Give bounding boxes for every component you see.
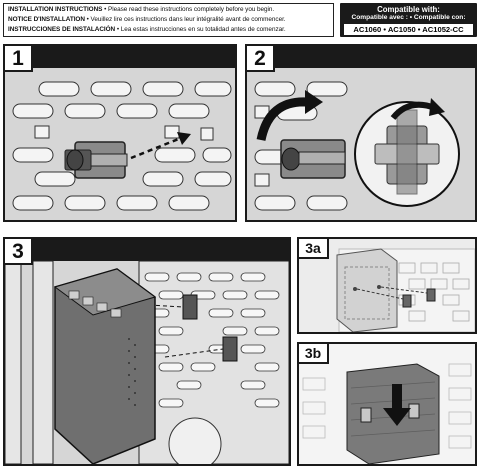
dashed-arrow-icon — [5, 46, 235, 220]
step-1-panel: 1 — [3, 44, 237, 222]
step-1-number: 1 — [5, 46, 33, 72]
compatible-models: AC1060 • AC1050 • AC1052-CC — [344, 24, 473, 35]
step-3-number: 3 — [5, 239, 33, 265]
instruction-line-en: INSTALLATION INSTRUCTIONS • Please read … — [8, 5, 329, 15]
step-3b-number: 3b — [299, 344, 329, 364]
rotate-arrow-icon — [247, 46, 475, 220]
step-3b-panel: 3b — [297, 342, 477, 466]
step-3a-panel: 3a — [297, 237, 477, 334]
instruction-line-fr: NOTICE D'INSTALLATION • Veuillez lire ce… — [8, 15, 329, 25]
step-2-panel: 2 — [245, 44, 477, 222]
step-3a-number: 3a — [299, 239, 329, 259]
step-2-number: 2 — [247, 46, 275, 72]
compatibility-title: Compatible with: — [340, 5, 477, 14]
instruction-line-es: INSTRUCCIONES DE INSTALACIÓN • Lea estas… — [8, 25, 329, 35]
instructions-header: INSTALLATION INSTRUCTIONS • Please read … — [3, 3, 334, 37]
compatibility-box: Compatible with: Compatible avec : • Com… — [340, 3, 477, 37]
step-3-illustration — [5, 239, 289, 464]
compatibility-subtitle: Compatible avec : • Compatible con: — [340, 14, 477, 22]
step-3-panel: 3 — [3, 237, 291, 466]
